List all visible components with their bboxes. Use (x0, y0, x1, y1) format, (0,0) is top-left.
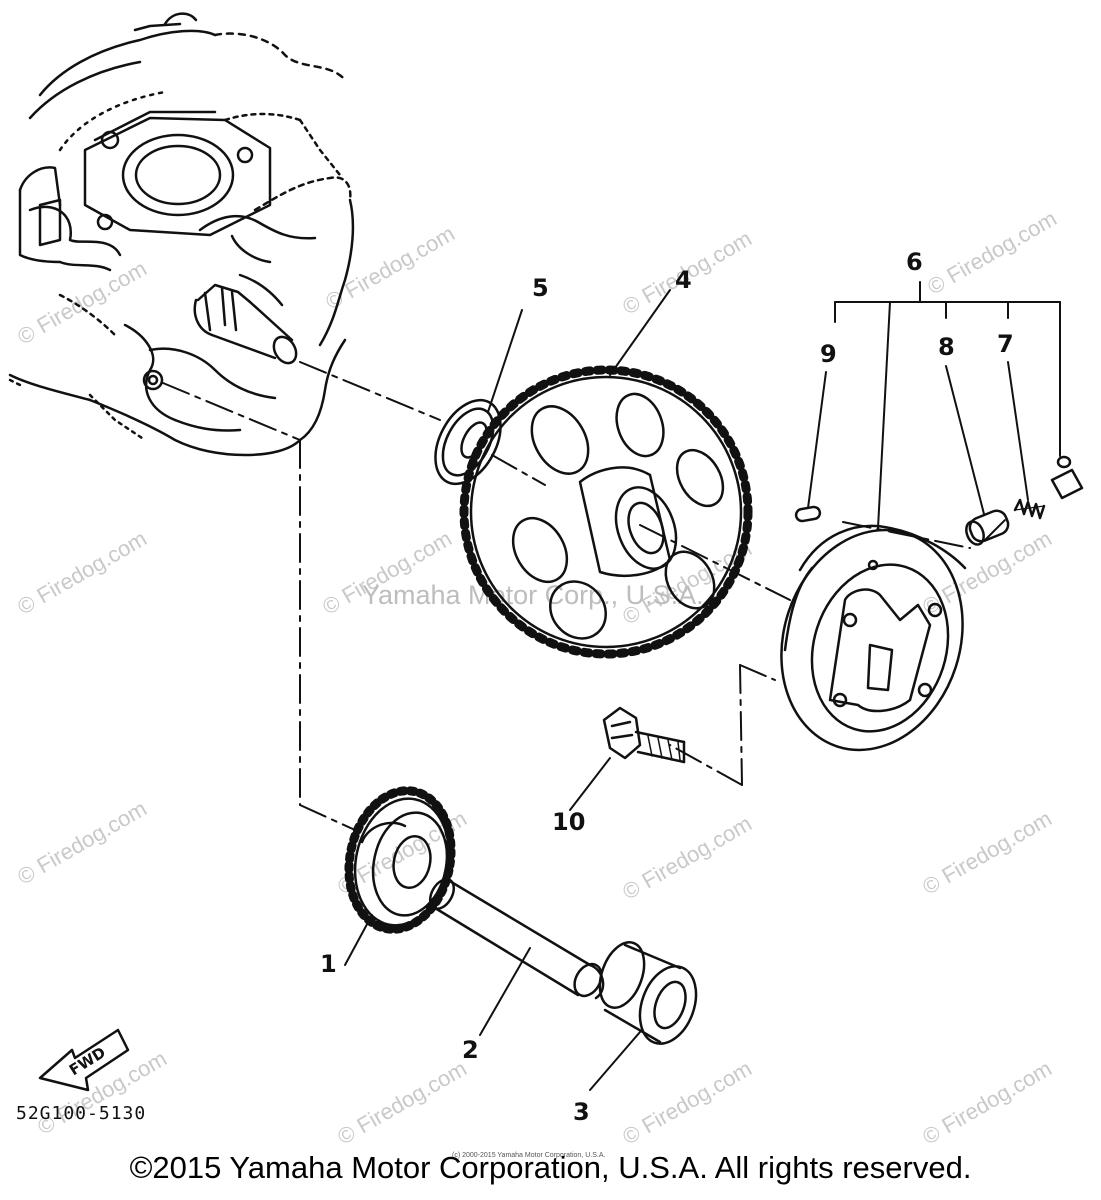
part-7-spring (1013, 498, 1046, 520)
part-9-pin (794, 505, 822, 523)
callout-3: 3 (573, 1098, 590, 1126)
part-1-idler-gear (344, 786, 456, 934)
part-2-shaft (428, 878, 605, 1000)
part-8-roller (965, 509, 1010, 546)
diagram-reference-code: 52G100-5130 (16, 1103, 147, 1124)
leader-lines (344, 281, 1061, 1091)
engine-case (8, 12, 355, 457)
part-5-washer (434, 398, 502, 486)
callout-9: 9 (820, 340, 837, 368)
part-4-starter-wheel-gear (459, 365, 753, 659)
fwd-direction-arrow: FWD (38, 1028, 130, 1092)
part-6-starter-clutch (780, 524, 967, 752)
part-10-bolt (602, 706, 686, 764)
callout-2: 2 (462, 1036, 479, 1064)
callout-7: 7 (997, 330, 1014, 358)
center-watermark: Yamaha Motor Corp., U.S.A. (362, 580, 704, 610)
callout-4: 4 (675, 266, 692, 294)
callout-5: 5 (532, 274, 549, 302)
part-6-cap (1050, 455, 1084, 500)
callout-8: 8 (938, 333, 955, 361)
callout-1: 1 (320, 950, 337, 978)
callout-6: 6 (906, 248, 923, 276)
copyright-footer: ©2015 Yamaha Motor Corporation, U.S.A. A… (129, 1150, 972, 1185)
part-3-bushing (598, 941, 698, 1045)
callout-10: 10 (552, 808, 586, 836)
small-copyright: (c) 2000-2015 Yamaha Motor Corporation, … (452, 1152, 606, 1159)
